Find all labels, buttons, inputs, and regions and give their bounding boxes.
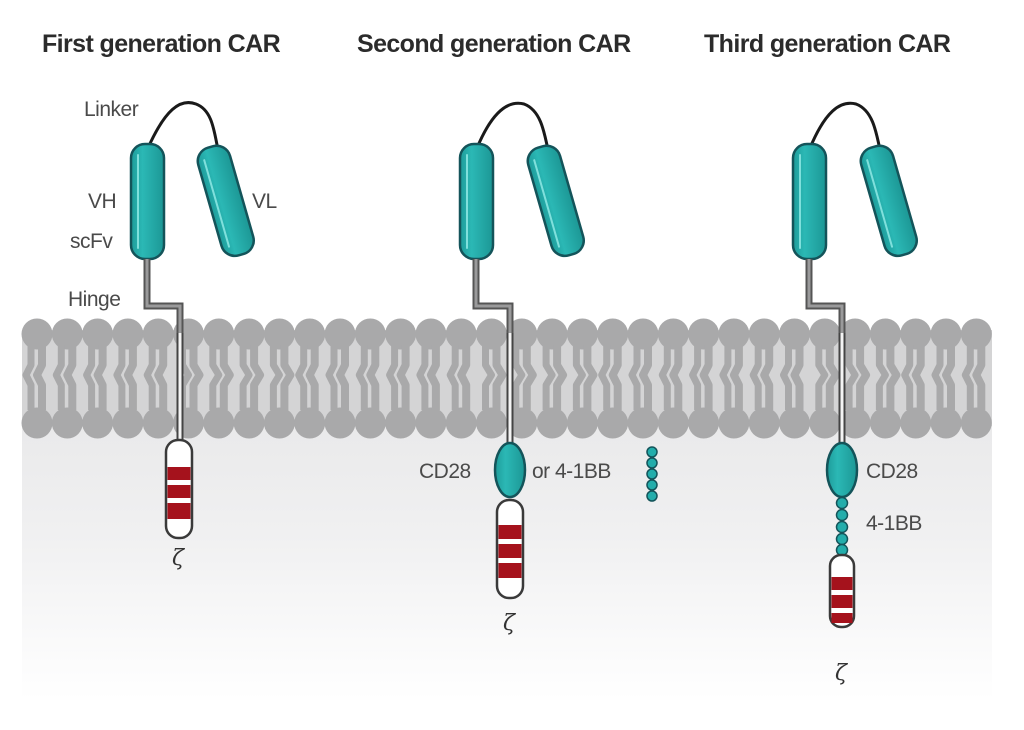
itam-1 (831, 577, 853, 590)
lipid (476, 318, 507, 439)
lipid (21, 318, 53, 439)
cd28-domain (493, 441, 527, 499)
lipid (657, 318, 689, 439)
hinge-label: Hinge (68, 288, 120, 311)
cd28-label: CD28 (866, 460, 918, 483)
title-first-generation: First generation CAR (42, 30, 281, 58)
vh-domain (458, 142, 495, 261)
lipid (900, 318, 932, 439)
lipid (597, 318, 629, 439)
cd28-domain (825, 441, 859, 499)
itam-3 (831, 613, 853, 623)
lipid (536, 318, 568, 439)
lipid (142, 318, 174, 439)
lipid (263, 318, 295, 439)
itam-2 (831, 595, 853, 608)
lipid (82, 318, 114, 439)
itam-2 (167, 485, 191, 498)
lipid (294, 318, 326, 439)
lipid (688, 318, 720, 439)
4-1bb-domain (835, 496, 849, 557)
linker (146, 101, 220, 151)
lipid (839, 318, 871, 439)
itam-2 (498, 544, 522, 558)
third-generation-car: ζ CD28 4-1BB (791, 101, 922, 686)
lipid (354, 318, 386, 439)
cd3-zeta-chain (164, 438, 194, 540)
lipid (869, 318, 901, 439)
second-generation-car: ζ CD28 or 4-1BB (419, 101, 658, 636)
lipid (445, 318, 477, 439)
itam-3 (498, 563, 522, 578)
lipid (233, 318, 265, 439)
itam-1 (498, 525, 522, 539)
vh-domain (791, 142, 828, 261)
scfv-label: scFv (70, 230, 113, 253)
itam-3 (167, 503, 191, 519)
zeta-label: ζ (172, 546, 186, 571)
lipid (51, 318, 83, 439)
or-4-1bb-label: or 4-1BB (532, 460, 611, 483)
zeta-label: ζ (503, 611, 517, 636)
lipid (506, 318, 538, 439)
vl-label: VL (252, 190, 277, 213)
lipid (930, 318, 962, 439)
lipid (203, 318, 235, 439)
vh-label: VH (88, 190, 116, 213)
lipid (627, 318, 659, 439)
lipid (718, 318, 750, 439)
cd3-zeta-chain (495, 498, 525, 600)
lipid (779, 318, 810, 439)
lipid (385, 318, 417, 439)
itam-1 (167, 467, 191, 480)
title-second-generation: Second generation CAR (357, 30, 631, 58)
lipid (566, 318, 598, 439)
lipid (960, 318, 992, 439)
first-generation-car: ζ Linker VH VL scFv Hinge (68, 98, 277, 571)
cd28-label: CD28 (419, 460, 471, 483)
4-1bb-label: 4-1BB (866, 512, 922, 535)
zeta-label: ζ (835, 661, 849, 686)
linker-label: Linker (84, 98, 139, 121)
vl-domain (196, 144, 255, 258)
linker (475, 101, 550, 151)
vl-domain (526, 144, 585, 258)
lipid (809, 318, 841, 439)
4-1bb-domain-icon (646, 446, 658, 502)
lipid (112, 318, 144, 439)
linker (808, 101, 882, 151)
vh-domain (129, 142, 166, 261)
cd3-zeta-chain (828, 553, 856, 629)
lipid (415, 318, 447, 439)
lipid (324, 318, 356, 439)
vl-highlight (203, 159, 231, 248)
title-third-generation: Third generation CAR (704, 30, 951, 58)
vl-domain (859, 144, 918, 258)
lipid (748, 318, 780, 439)
